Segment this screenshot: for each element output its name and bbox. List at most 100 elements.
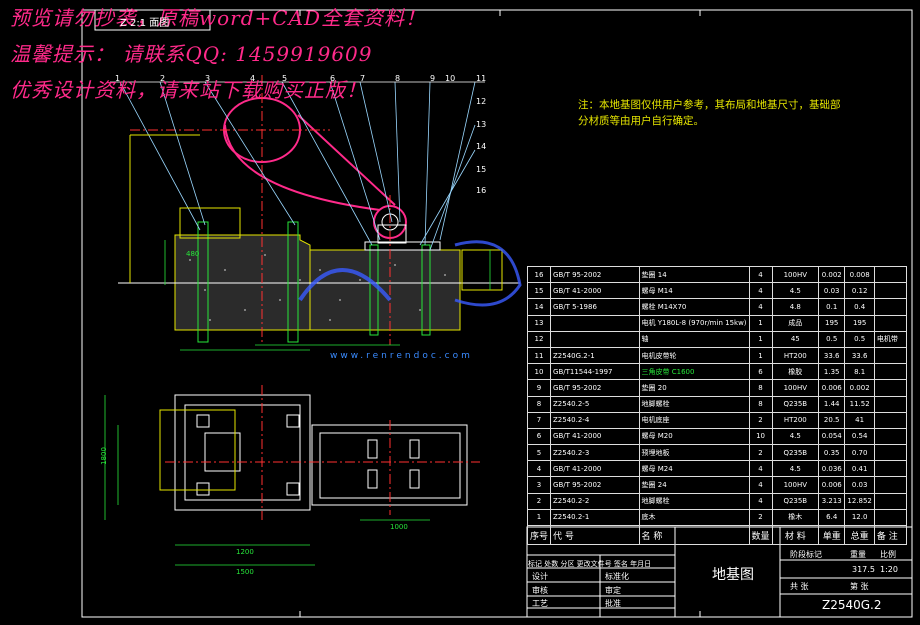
bom-cell-w2: 11.52: [844, 395, 875, 413]
bom-cell-name: 底木: [638, 508, 750, 527]
callout-number: 1: [115, 74, 121, 83]
tb-process: 工艺: [532, 599, 548, 608]
bom-cell-name: 轴: [638, 330, 750, 348]
bom-cell-mat: 4.8: [771, 298, 820, 316]
bom-cell-rm: [873, 346, 908, 365]
motor-base: [364, 241, 441, 251]
tb-review: 审定: [605, 586, 621, 595]
bom-cell-code: GB/T 5-1986: [550, 298, 640, 316]
dim-label: 480: [186, 250, 200, 258]
callout-number: 7: [360, 74, 366, 83]
tb-marks-row: 标记 处数 分区 更改文件号 签名 年月日: [528, 560, 652, 568]
bom-cell-w2: 195: [844, 314, 875, 332]
anchor-bolt: [421, 244, 431, 336]
callout-number: 5: [282, 74, 288, 83]
bom-cell-no: 9: [526, 379, 552, 397]
bom-cell-w1: 6.4: [818, 508, 846, 527]
callout-number: 8: [395, 74, 401, 83]
bom-cell-mat: 100HV: [771, 379, 820, 397]
bom-cell-code: Z2540.2-5: [550, 395, 640, 413]
bom-cell-no: 10: [526, 363, 552, 381]
callout-number: 12: [476, 97, 487, 106]
anchor-bolt: [197, 221, 209, 343]
watermark-line-2: 温馨提示： 请联系QQ: 1459919609: [10, 42, 373, 66]
bom-cell-w2: 33.6: [844, 346, 875, 365]
bom-cell-mat: 4.5: [771, 282, 820, 300]
callout-number: 16: [476, 186, 487, 195]
bom-cell-w2: 0.4: [844, 298, 875, 316]
bom-cell-w2: 8.1: [844, 363, 875, 381]
bom-cell-w1: 1.35: [818, 363, 846, 381]
view-label: Z 2:1 面图: [120, 18, 170, 29]
bom-cell-qty: 4: [748, 460, 773, 478]
bom-cell-no: 4: [526, 460, 552, 478]
tb-design: 设计: [532, 572, 548, 581]
bom-cell-qty: 1: [748, 330, 773, 348]
bom-cell-w2: 0.70: [844, 444, 875, 462]
dim-label: 1800: [99, 447, 108, 465]
bom-cell-w1: 0.1: [818, 298, 846, 316]
bom-cell-rm: [873, 460, 908, 478]
bom-cell-w1: 0.5: [818, 330, 846, 348]
tb-weight-label: 重量: [850, 550, 866, 559]
bom-cell-rm: [873, 282, 908, 300]
bom-cell-qty: 4: [748, 298, 773, 316]
bom-cell-qty: 10: [748, 427, 773, 446]
bom-cell-no: 12: [526, 330, 552, 348]
callout-number: 3: [205, 74, 211, 83]
bom-cell-no: 15: [526, 282, 552, 300]
bom-cell-rm: [873, 492, 908, 510]
bom-cell-qty: 8: [748, 395, 773, 413]
bom-cell-qty: 4: [748, 265, 773, 284]
view-label-box: [94, 9, 211, 31]
bom-cell-no: 6: [526, 427, 552, 446]
bom-cell-name: 螺母 M24: [638, 460, 750, 478]
bom-cell-mat: 45: [771, 330, 820, 348]
bom-cell-no: 3: [526, 476, 552, 494]
bom-cell-code: [550, 330, 640, 348]
bom-cell-no: 1: [526, 508, 552, 527]
bom-header-cell: 材 料: [771, 525, 820, 545]
dim-label: 1000: [390, 523, 408, 531]
bom-cell-w1: 3.213: [818, 492, 846, 510]
bom-cell-rm: [873, 265, 908, 284]
bom-cell-code: GB/T 41-2000: [550, 427, 640, 446]
bom-cell-code: Z2540G.2-1: [550, 346, 640, 365]
v-belt: [224, 114, 396, 211]
bom-cell-rm: [873, 444, 908, 462]
bom-cell-w2: 41: [844, 411, 875, 429]
bom-cell-mat: HT200: [771, 411, 820, 429]
tb-scale-label: 比例: [880, 550, 896, 559]
bom-cell-w1: 0.03: [818, 282, 846, 300]
watermark-line-1: 预览请勿抄袭，原稿word+CAD全套资料！: [10, 6, 427, 30]
bom-cell-name: 地脚螺栓: [638, 492, 750, 510]
bom-cell-qty: 4: [748, 476, 773, 494]
bom-cell-name: 螺母 M14: [638, 282, 750, 300]
bom-cell-w1: 195: [818, 314, 846, 332]
bom-cell-no: 14: [526, 298, 552, 316]
bom-cell-w1: 0.036: [818, 460, 846, 478]
tb-scale: 1:20: [880, 565, 898, 574]
bom-cell-no: 5: [526, 444, 552, 462]
bom-cell-w1: 0.002: [818, 265, 846, 284]
bom-header-cell: 名 称: [638, 525, 750, 545]
bom-cell-mat: 4.5: [771, 427, 820, 446]
bom-cell-code: GB/T 41-2000: [550, 282, 640, 300]
bom-cell-rm: [873, 476, 908, 494]
bom-cell-rm: 电机带: [873, 330, 908, 348]
bom-cell-qty: 4: [748, 492, 773, 510]
bom-cell-w1: 0.006: [818, 476, 846, 494]
anchor-bolt: [369, 244, 379, 336]
bom-cell-rm: [873, 314, 908, 332]
bom-cell-no: 7: [526, 411, 552, 429]
dim-label: 1500: [236, 568, 254, 576]
callout-number: 14: [476, 142, 487, 151]
